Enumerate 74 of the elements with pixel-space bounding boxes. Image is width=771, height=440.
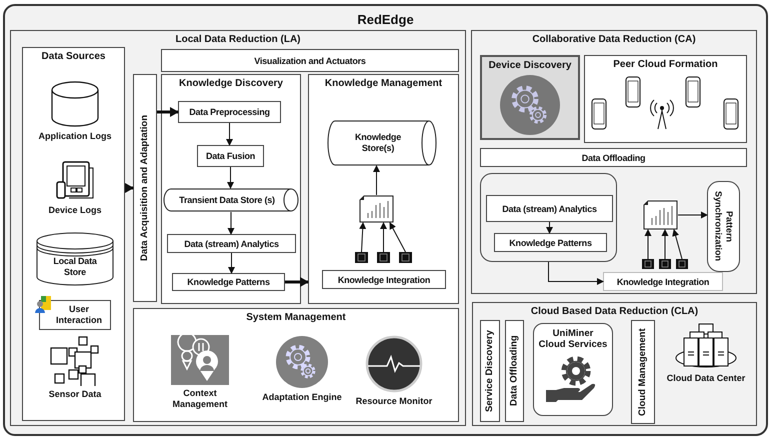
- storage-cylinder: Knowledge Store(s): [327, 120, 437, 166]
- vertical-bar: Pattern Synchronization: [707, 181, 740, 272]
- section-panel: [161, 74, 301, 304]
- section-panel: [472, 302, 757, 426]
- icon-caption: Device Logs: [48, 205, 102, 216]
- arrow: [546, 222, 553, 234]
- report-icon: [643, 200, 678, 230]
- service-box: [533, 323, 613, 416]
- framework-frame: [3, 4, 768, 436]
- data-block-icon: [642, 259, 654, 269]
- section-panel: [480, 55, 580, 140]
- section-panel: [584, 55, 747, 143]
- arrow: [644, 229, 652, 260]
- vertical-bar: Service Discovery: [480, 320, 500, 422]
- data-block-icon: [399, 252, 412, 263]
- icon-caption: Resource Monitor: [356, 396, 432, 407]
- data-block-icon: [659, 259, 671, 269]
- process-box: Data (stream) Analytics: [167, 234, 296, 253]
- service-title: UniMiner Cloud Services: [538, 327, 608, 350]
- arrow: [285, 277, 309, 287]
- section-title: Local Data Reduction (LA): [174, 33, 302, 46]
- group-container: [480, 173, 617, 262]
- arrow: [380, 222, 387, 252]
- arrow: [548, 262, 604, 285]
- data-block-icon: [377, 252, 390, 263]
- section-panel: [133, 308, 459, 422]
- report-icon: [359, 195, 394, 223]
- section-title: Collaborative Data Reduction (CA): [531, 33, 697, 46]
- vertical-bar: Data Offloading: [505, 320, 524, 422]
- icon-caption: Application Logs: [38, 131, 112, 142]
- section-title: Cloud Based Data Reduction (CLA): [530, 305, 700, 318]
- icon-caption: Adaptation Engine: [262, 392, 342, 403]
- process-box: Data Offloading: [480, 148, 747, 167]
- arrow: [678, 212, 708, 218]
- vertical-bar: Data Acquisition and Adaptation: [133, 74, 157, 302]
- arrow: [373, 165, 380, 196]
- section-panel: [308, 74, 459, 304]
- section-panel: [471, 30, 757, 294]
- process-box: Knowledge Patterns: [172, 273, 285, 291]
- icon-caption: Context Management: [171, 388, 228, 410]
- process-box: Data Preprocessing: [178, 101, 281, 123]
- arrow: [359, 222, 366, 252]
- section-panel: [22, 47, 125, 421]
- section-panel: [10, 30, 466, 426]
- frame-title: RedEdge: [356, 11, 415, 29]
- section-title: Peer Cloud Formation: [612, 58, 719, 71]
- process-box: Data Fusion: [197, 145, 264, 167]
- process-box: Knowledge Patterns: [494, 233, 607, 252]
- arrow: [228, 252, 235, 274]
- section-title: System Management: [245, 311, 347, 324]
- process-box: Knowledge Integration: [322, 270, 446, 289]
- arrow: [227, 166, 234, 189]
- arrow: [226, 122, 233, 146]
- process-box: Knowledge Integration: [603, 272, 723, 291]
- storage-cylinder: Local Data Store: [36, 232, 114, 286]
- section-title: Data Sources: [40, 50, 106, 63]
- arrow: [662, 229, 668, 260]
- vertical-bar: Cloud Management: [631, 320, 655, 424]
- section-title: Knowledge Management: [324, 77, 444, 90]
- icon-caption: Sensor Data: [48, 389, 102, 400]
- storage-cylinder: Transient Data Store (s): [163, 188, 299, 212]
- arrow: [672, 229, 682, 260]
- process-box: Data (stream) Analytics: [486, 195, 613, 222]
- data-block-icon: [355, 252, 368, 263]
- data-block-icon: [676, 259, 688, 269]
- arrow: [157, 107, 179, 117]
- box-label: User Interaction: [54, 304, 103, 326]
- arrow: [125, 183, 134, 193]
- icon-caption: Cloud Data Center: [666, 373, 746, 384]
- arrow: [228, 212, 234, 235]
- section-title: Device Discovery: [488, 59, 572, 72]
- section-title: Knowledge Discovery: [178, 77, 284, 90]
- process-box: Visualization and Actuators: [161, 49, 459, 72]
- arrow: [390, 222, 406, 252]
